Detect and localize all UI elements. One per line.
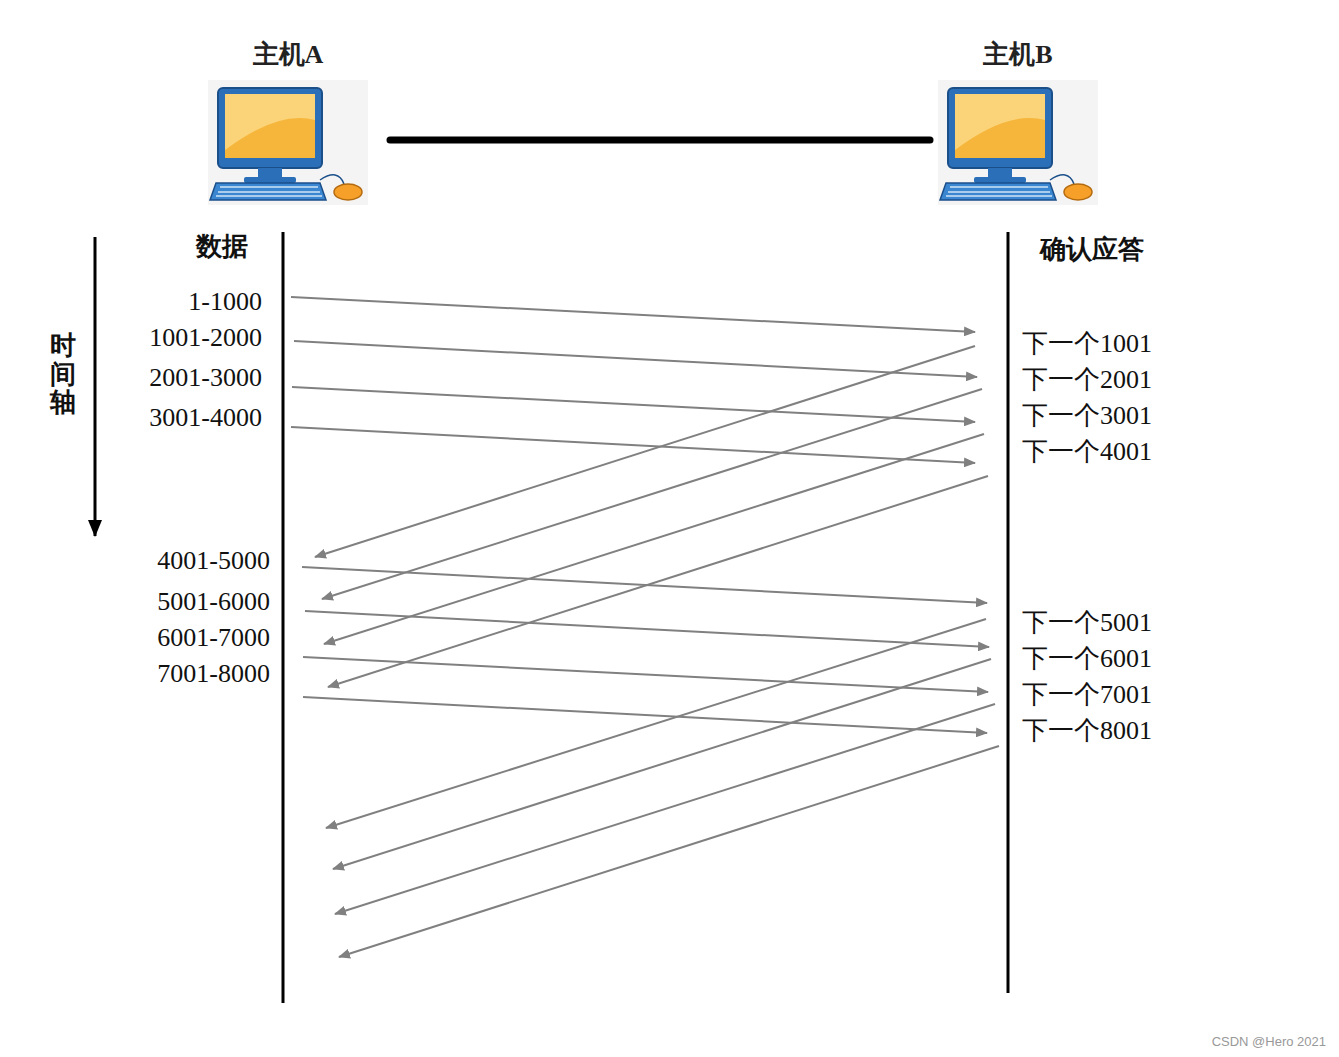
ack-label: 下一个1001 <box>1022 329 1152 359</box>
segment-range: 7001-8000 <box>157 659 270 689</box>
host-computer: 主机A <box>208 35 368 207</box>
host-a-timeline <box>282 232 285 1003</box>
host-name: 主机A <box>208 35 368 75</box>
ack-label: 下一个8001 <box>1022 716 1152 746</box>
computer-icon <box>208 80 368 205</box>
segment-range: 6001-7000 <box>157 623 270 653</box>
segment-range: 1-1000 <box>188 287 262 317</box>
computer-icon <box>938 80 1098 205</box>
ack-label: 下一个5001 <box>1022 608 1152 638</box>
time-axis-head <box>88 520 102 537</box>
host-computer: 主机B <box>938 35 1098 207</box>
ack-label: 下一个6001 <box>1022 644 1152 674</box>
axis-label: 时间轴 <box>50 332 76 418</box>
ack-label: 下一个4001 <box>1022 437 1152 467</box>
segment-range: 1001-2000 <box>149 323 262 353</box>
time-axis-arrow <box>94 237 97 536</box>
network-link <box>390 137 930 144</box>
watermark: CSDN @Hero 2021 <box>1212 1034 1326 1050</box>
column-heading: 确认应答 <box>1040 235 1144 265</box>
segment-range: 3001-4000 <box>149 403 262 433</box>
host-name: 主机B <box>938 35 1098 75</box>
segment-range: 4001-5000 <box>157 546 270 576</box>
segment-range: 5001-6000 <box>157 587 270 617</box>
ack-label: 下一个2001 <box>1022 365 1152 395</box>
ack-label: 下一个3001 <box>1022 401 1152 431</box>
column-heading: 数据 <box>196 232 248 262</box>
host-b-timeline <box>1007 232 1010 993</box>
segment-arrows <box>291 297 999 957</box>
segment-range: 2001-3000 <box>149 363 262 393</box>
ack-label: 下一个7001 <box>1022 680 1152 710</box>
